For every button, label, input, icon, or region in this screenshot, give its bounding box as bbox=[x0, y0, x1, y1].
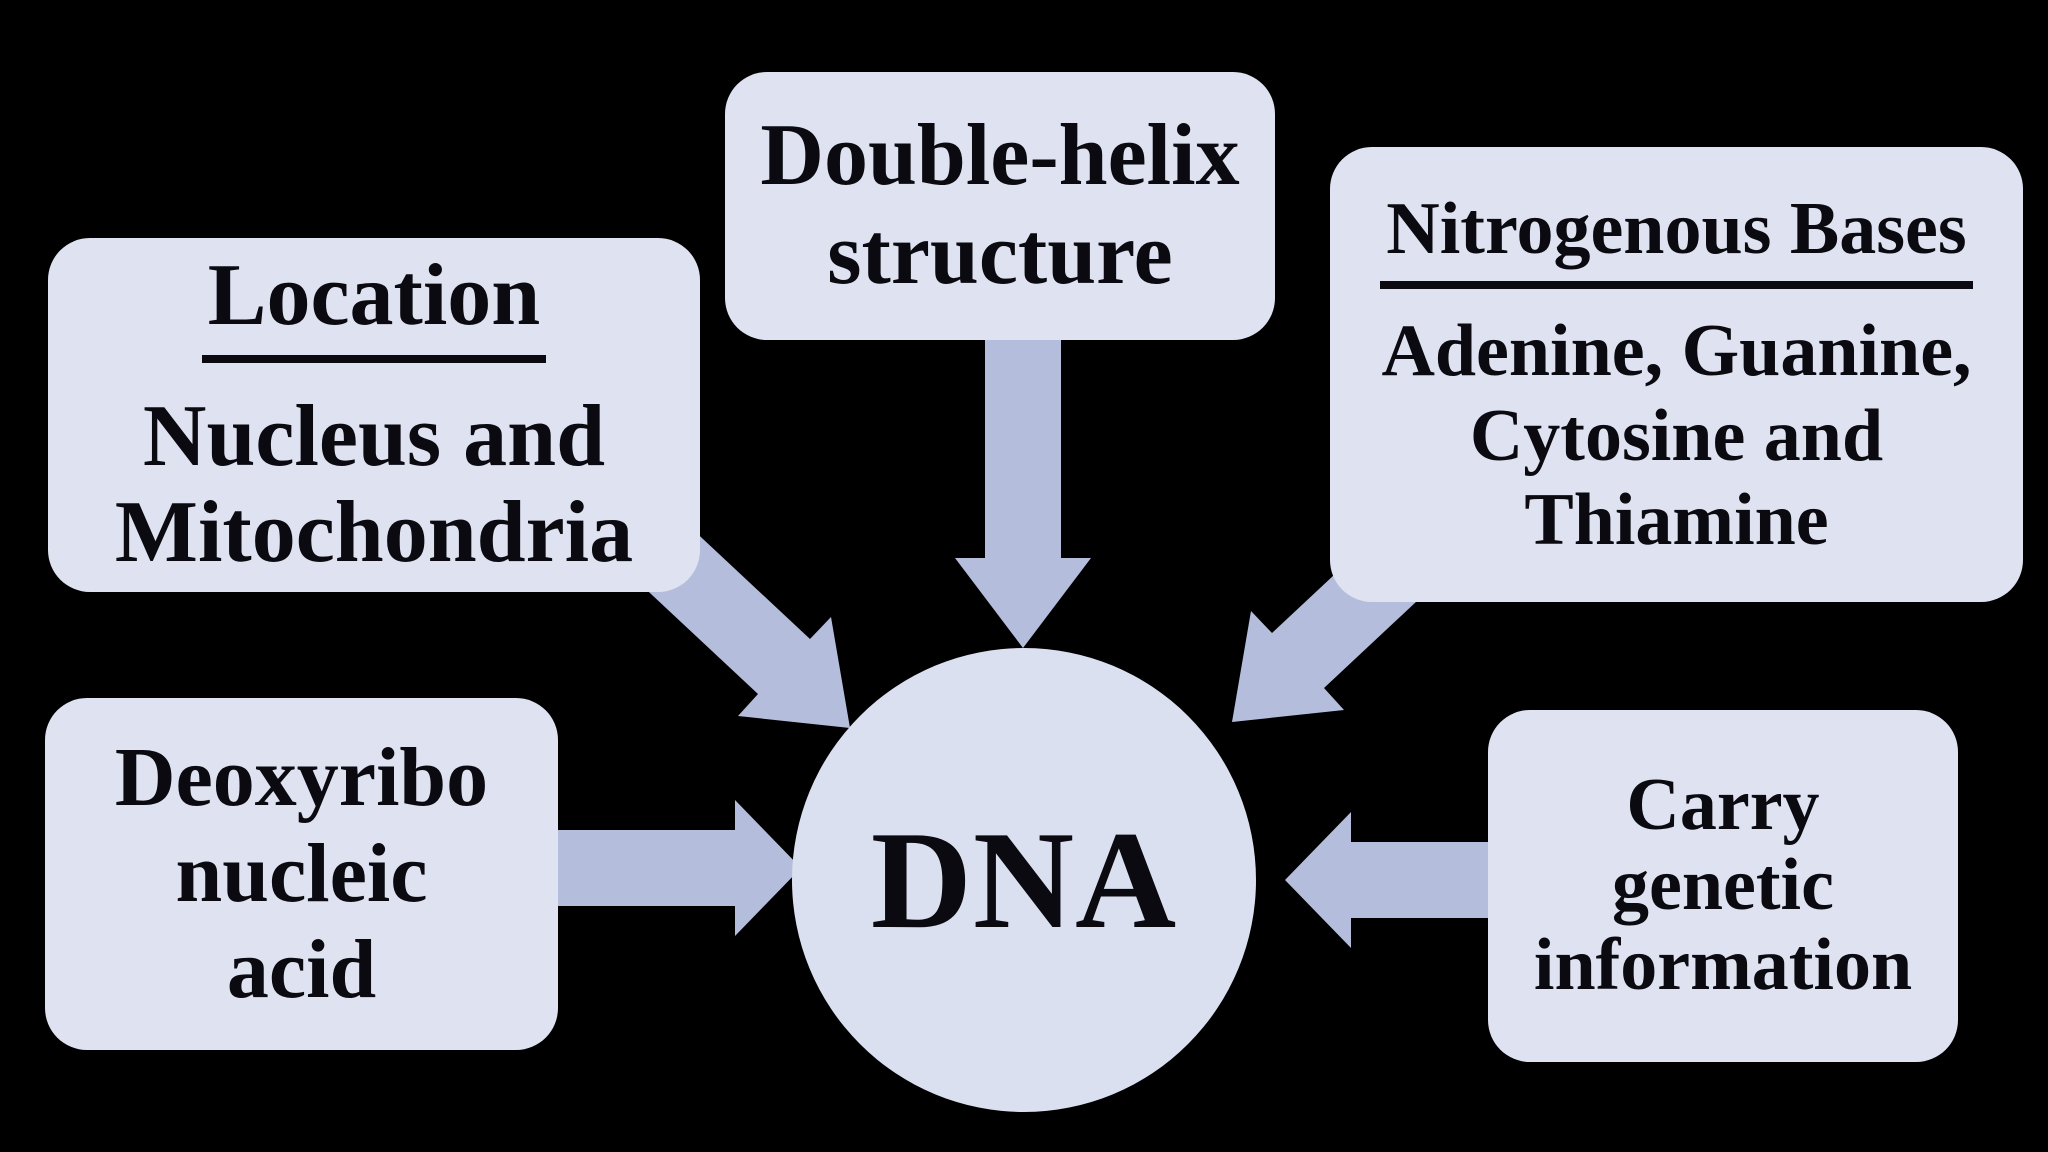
double-helix-to-dna-arrow bbox=[955, 338, 1091, 648]
carry-line-1: Carry bbox=[1626, 764, 1820, 847]
nitrogenous-bases-line-2: Cytosine and bbox=[1469, 394, 1884, 477]
location-line-1: Nucleus and bbox=[142, 387, 606, 485]
dna-label: DNA bbox=[870, 802, 1178, 958]
nitrogenous-bases-box: Nitrogenous Bases Adenine, Guanine, Cyto… bbox=[1330, 147, 2023, 602]
carry-genetic-information-to-dna-arrow bbox=[1285, 812, 1495, 948]
carry-line-3: information bbox=[1533, 923, 1913, 1006]
location-box: Location Nucleus and Mitochondria bbox=[48, 238, 700, 592]
nitrogenous-bases-line-1: Adenine, Guanine, bbox=[1381, 310, 1972, 393]
double-helix-line-2: structure bbox=[827, 206, 1173, 303]
double-helix-line-1: Double-helix bbox=[760, 107, 1240, 205]
nitrogenous-bases-line-3: Thiamine bbox=[1524, 478, 1829, 561]
deoxyribonucleic-line-1: Deoxyribo bbox=[114, 731, 489, 825]
deoxyribonucleic-line-2: nucleic bbox=[175, 827, 428, 921]
double-helix-structure-box: Double-helix structure bbox=[725, 72, 1275, 340]
deoxyribonucleic-acid-box: Deoxyribo nucleic acid bbox=[45, 698, 558, 1050]
carry-line-2: genetic bbox=[1612, 844, 1834, 927]
location-heading: Location bbox=[201, 247, 547, 363]
carry-genetic-information-box: Carry genetic information bbox=[1488, 710, 1958, 1062]
nitrogenous-bases-heading: Nitrogenous Bases bbox=[1380, 187, 1973, 290]
location-line-2: Mitochondria bbox=[114, 484, 634, 582]
deoxyribonucleic-line-3: acid bbox=[226, 922, 377, 1016]
deoxyribonucleic-acid-to-dna-arrow bbox=[551, 800, 801, 936]
dna-center-circle: DNA bbox=[792, 648, 1256, 1112]
